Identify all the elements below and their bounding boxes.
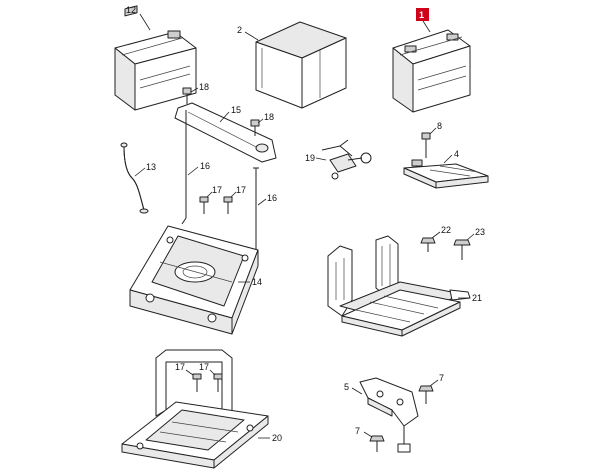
bolt-18-left[interactable] <box>182 87 192 104</box>
callout-17a[interactable]: 17 <box>212 185 222 195</box>
callout-16a[interactable]: 16 <box>200 161 210 171</box>
callout-1[interactable]: 1 <box>419 10 424 20</box>
bolt-7-upper[interactable] <box>418 385 434 404</box>
hold-down-rod-right[interactable] <box>253 167 259 256</box>
callout-14[interactable]: 14 <box>252 277 262 287</box>
lower-battery-tray[interactable] <box>121 349 269 469</box>
vent-hose[interactable] <box>120 142 149 214</box>
callout-17c[interactable]: 17 <box>175 362 185 372</box>
tray-carrier[interactable] <box>327 235 471 337</box>
callout-18a[interactable]: 18 <box>199 82 209 92</box>
bolt-18-right[interactable] <box>250 119 260 136</box>
hold-down-bracket[interactable] <box>174 102 277 163</box>
bolt-17-a[interactable] <box>199 196 209 214</box>
callout-12[interactable]: 12 <box>126 5 136 15</box>
bolt-8[interactable] <box>421 132 431 158</box>
battery-tray[interactable] <box>129 225 259 335</box>
mounting-bracket[interactable] <box>359 377 419 453</box>
callout-19[interactable]: 19 <box>305 153 315 163</box>
bolt-23[interactable] <box>453 239 471 260</box>
bolt-17-b[interactable] <box>223 196 233 214</box>
callout-18b[interactable]: 18 <box>264 112 274 122</box>
callout-20[interactable]: 20 <box>272 433 282 443</box>
callout-2[interactable]: 2 <box>237 25 242 35</box>
callout-13[interactable]: 13 <box>146 162 156 172</box>
bolt-22[interactable] <box>420 237 436 252</box>
callout-7b[interactable]: 7 <box>355 426 360 436</box>
callout-4[interactable]: 4 <box>454 149 459 159</box>
callout-22[interactable]: 22 <box>441 225 451 235</box>
support-bracket[interactable] <box>403 159 489 189</box>
bolt-7-lower[interactable] <box>369 435 385 452</box>
battery-sensor[interactable] <box>321 139 372 180</box>
callout-8[interactable]: 8 <box>437 121 442 131</box>
callout-1-badge <box>416 8 429 21</box>
hold-down-rod-left[interactable] <box>181 110 187 225</box>
battery-small[interactable] <box>114 5 197 111</box>
bolt-17-c[interactable] <box>192 373 202 392</box>
battery-insulator-box[interactable] <box>255 21 347 109</box>
battery-main[interactable] <box>392 29 471 113</box>
callout-23[interactable]: 23 <box>475 227 485 237</box>
callout-17b[interactable]: 17 <box>236 185 246 195</box>
callout-16b[interactable]: 16 <box>267 193 277 203</box>
callout-17d[interactable]: 17 <box>199 362 209 372</box>
callout-5[interactable]: 5 <box>344 382 349 392</box>
bolt-17-d[interactable] <box>213 373 223 392</box>
callout-21[interactable]: 21 <box>472 293 482 303</box>
callout-7a[interactable]: 7 <box>439 373 444 383</box>
callout-15[interactable]: 15 <box>231 105 241 115</box>
